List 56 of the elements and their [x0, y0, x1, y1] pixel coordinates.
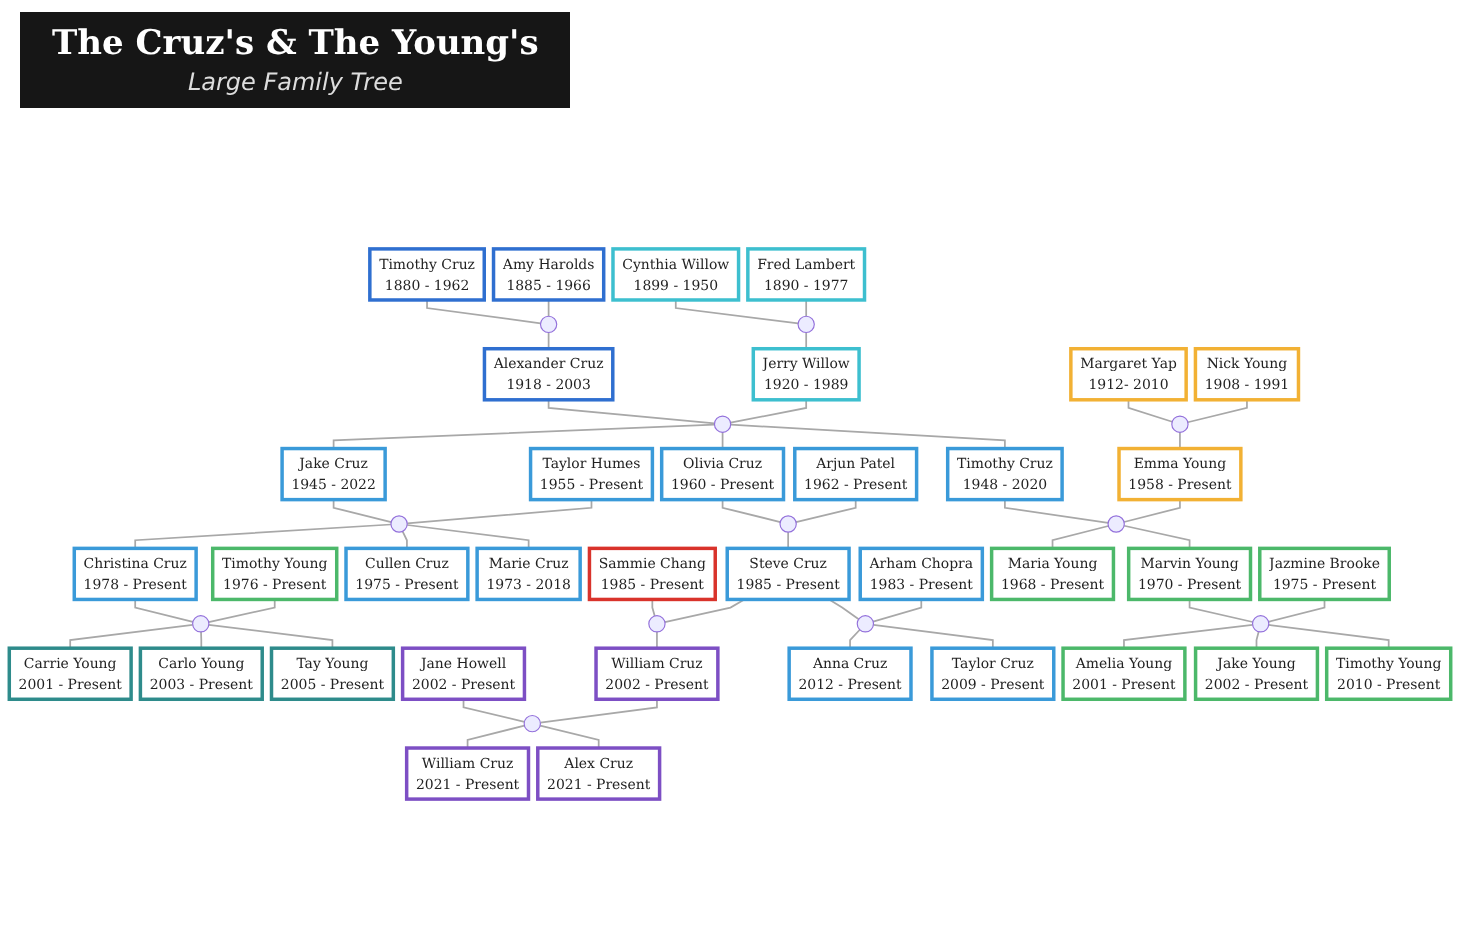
node-heart	[523, 714, 541, 733]
connector	[207, 598, 276, 623]
connector	[1186, 398, 1248, 424]
connector	[872, 598, 923, 623]
node-heart	[1171, 415, 1189, 433]
connector	[651, 598, 656, 617]
node-heart	[779, 515, 797, 533]
connector	[207, 623, 334, 650]
connector	[462, 698, 526, 723]
node-heart	[713, 415, 732, 433]
node-heart	[390, 515, 408, 533]
connector	[332, 498, 393, 523]
connector	[872, 624, 994, 650]
connector	[664, 598, 746, 623]
subtitle: Large Family Tree	[185, 68, 405, 96]
connector	[656, 631, 658, 650]
connector	[1267, 598, 1326, 623]
connector	[729, 423, 1006, 450]
connector	[406, 524, 530, 550]
connector	[1004, 498, 1109, 524]
title: The Cruz's & The Young's	[52, 24, 539, 64]
connector	[1267, 624, 1390, 650]
connector	[1123, 524, 1191, 550]
node-heart	[539, 315, 558, 334]
connector	[729, 398, 808, 424]
connector	[401, 530, 408, 550]
connector	[828, 598, 860, 621]
node-heart	[648, 615, 666, 633]
connector	[332, 423, 716, 450]
connector	[805, 299, 808, 318]
connector	[1123, 498, 1181, 523]
node-heart	[1107, 515, 1125, 533]
connector	[134, 598, 194, 623]
connector	[69, 623, 194, 650]
connector	[1123, 623, 1254, 650]
connector	[674, 299, 799, 325]
connector	[200, 631, 203, 650]
node-heart	[797, 315, 815, 334]
connector	[795, 498, 857, 523]
connector	[134, 523, 392, 550]
connector	[721, 498, 782, 523]
connector	[1188, 598, 1254, 623]
connector	[426, 299, 542, 325]
node-heart	[856, 615, 875, 633]
connector	[1179, 431, 1181, 450]
connector	[1127, 398, 1174, 423]
connector	[406, 498, 593, 525]
node-heart	[192, 615, 210, 633]
connector	[466, 724, 526, 749]
node-heart	[1251, 615, 1270, 633]
connector	[805, 331, 808, 350]
connector	[787, 531, 789, 550]
connector	[547, 398, 716, 425]
connector	[539, 698, 658, 724]
connector	[539, 724, 600, 749]
connector	[1051, 525, 1110, 550]
